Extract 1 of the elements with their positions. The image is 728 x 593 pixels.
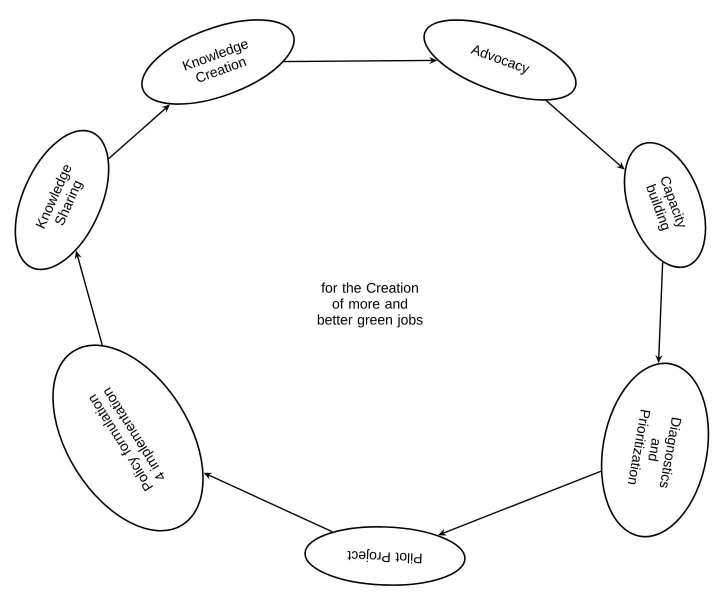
center-text: for the Creation of more and better green jobs — [318, 282, 423, 328]
